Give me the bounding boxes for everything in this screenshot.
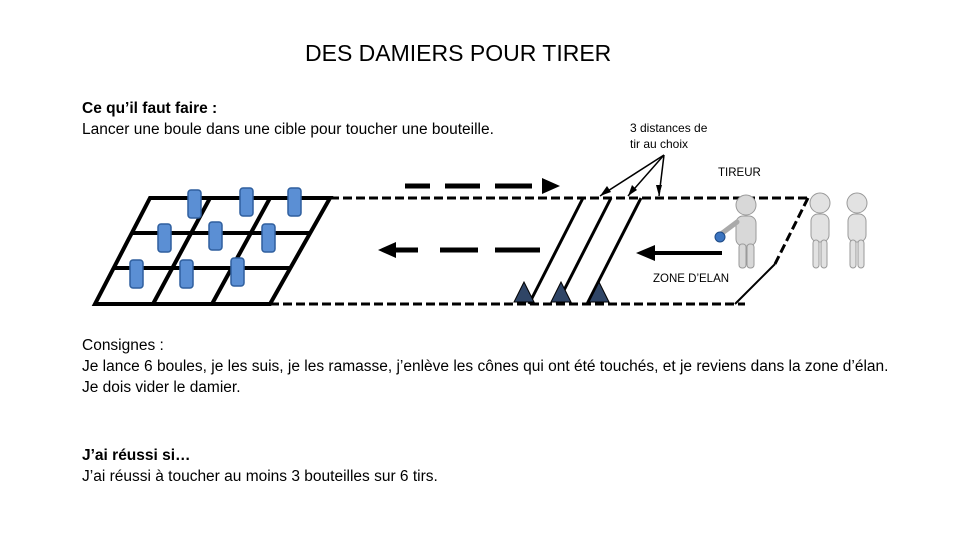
distance-lines [527,197,643,305]
bottle [261,223,276,253]
cones [513,280,610,303]
bottles [129,187,302,289]
bottle [187,189,202,219]
cone [513,280,535,303]
shooter-arrow-head [636,245,655,261]
distance-note: 3 distances de tir au choix [630,120,707,152]
field-outline [270,196,810,306]
success-text: J’ai réussi à toucher au moins 3 bouteil… [82,468,438,485]
shooter-label: TIREUR [718,167,761,179]
bottle [208,221,223,251]
bottle [129,259,144,289]
page-title: DES DAMIERS POUR TIRER [305,40,612,66]
bottle [287,187,302,217]
waiting-figure [809,192,831,269]
rules-line1: Je lance 6 boules, je les suis, je les r… [82,358,889,375]
rules-heading: Consignes : [82,337,164,354]
bottle [157,223,172,253]
rules-section: Consignes : Je lance 6 boules, je les su… [82,335,902,398]
zone-boundary [734,263,776,305]
throw-arrow-head [542,178,560,194]
shooter-figure [718,194,757,269]
distance-note-line1: 3 distances de [630,121,708,135]
ball [714,231,726,243]
intro-heading: Ce qu’il faut faire : [82,100,218,117]
zone-label: ZONE D’ELAN [653,273,730,285]
note-pointer-arrowheads [600,185,662,196]
cone [550,280,572,303]
bottle [239,187,254,217]
bottle [179,259,194,289]
distance-note-line2: tir au choix [630,137,689,151]
success-section: J’ai réussi si… J’ai réussi à toucher au… [82,445,438,487]
instructions-intro: Ce qu’il faut faire : Lancer une boule d… [82,98,494,140]
cone [588,280,610,303]
rules-line2: Je dois vider le damier. [82,379,241,396]
intro-text: Lancer une boule dans une cible pour tou… [82,121,494,138]
waiting-figure [846,192,868,269]
return-arrow-head [378,242,396,258]
bottle [230,257,245,287]
success-heading: J’ai réussi si… [82,447,191,464]
